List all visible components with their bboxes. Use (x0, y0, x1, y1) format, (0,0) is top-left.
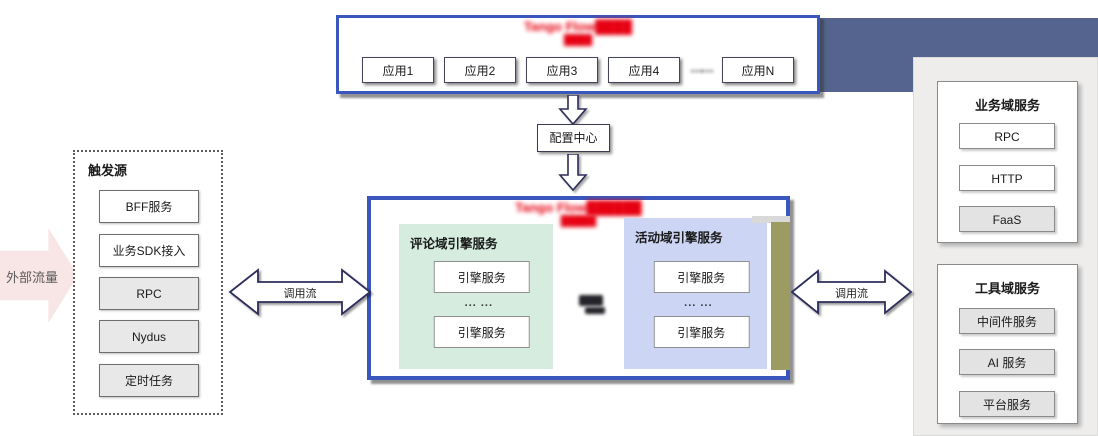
down-arrow-icon (558, 95, 588, 126)
services-ellipsis: ... ... (464, 297, 494, 309)
redacted-text-blob (579, 295, 603, 306)
external-traffic-label: 外部流量 (6, 270, 59, 285)
business-domain-title: 业务域服务 (974, 98, 1040, 113)
engine-service-box: 引擎服务 (433, 316, 530, 348)
app-box-4: 应用4 (608, 57, 680, 83)
down-arrow-icon (558, 154, 588, 192)
double-arrow-icon (228, 268, 372, 316)
hidden-domain-edge (752, 216, 790, 223)
call-flow-label: 调用流 (283, 288, 317, 300)
apps-row: 应用1 应用2 应用3 应用4 …… 应用N (339, 50, 817, 90)
tool-item-ai: AI 服务 (959, 349, 1055, 375)
app-box-1: 应用1 (362, 57, 434, 83)
tool-item-platform: 平台服务 (959, 391, 1055, 417)
config-center-box: 配置中心 (537, 124, 610, 152)
trigger-item-nydus: Nydus (99, 320, 199, 353)
activity-domain-box: 活动域引擎服务 引擎服务 ... ... 引擎服务 (624, 218, 767, 369)
comment-domain-title: 评论域引擎服务 (410, 237, 498, 251)
trigger-item-cron: 定时任务 (99, 364, 199, 397)
comment-domain-box: 评论域引擎服务 引擎服务 ... ... 引擎服务 (399, 224, 553, 369)
engine-layer-title-redacted: Tango Flow██████ (515, 200, 642, 215)
engine-service-box: 引擎服务 (653, 316, 750, 348)
engine-layer-subtitle-redacted: █████ (560, 215, 597, 227)
tool-domain-group: 工具域服务 中间件服务 AI 服务 平台服务 (937, 264, 1078, 424)
trigger-source-box: 触发源 BFF服务 业务SDK接入 RPC Nydus 定时任务 (73, 150, 223, 415)
apps-ellipsis: …… (690, 59, 714, 75)
app-box-n: 应用N (722, 57, 794, 83)
app-layer-subtitle-redacted: ████ (563, 34, 593, 46)
app-layer-box: Tango Flow████ ████ 应用1 应用2 应用3 应用4 …… 应… (336, 15, 820, 94)
app-box-2: 应用2 (444, 57, 516, 83)
engine-service-box: 引擎服务 (653, 261, 750, 293)
business-item-rpc: RPC (959, 123, 1055, 149)
hidden-domain-strip (771, 222, 790, 370)
trigger-source-title: 触发源 (88, 163, 128, 178)
call-flow-label: 调用流 (835, 288, 868, 300)
right-services-panel: 业务域服务 RPC HTTP FaaS 工具域服务 中间件服务 AI 服务 平台… (913, 57, 1098, 436)
business-domain-group: 业务域服务 RPC HTTP FaaS (937, 81, 1078, 243)
call-flow-arrow-right: 调用流 (790, 266, 913, 318)
double-arrow-icon (790, 269, 913, 315)
business-item-faas: FaaS (959, 206, 1055, 232)
services-ellipsis: ... ... (684, 297, 713, 309)
trigger-item-bff: BFF服务 (99, 190, 199, 223)
trigger-item-rpc: RPC (99, 277, 199, 310)
activity-domain-title: 活动域引擎服务 (635, 231, 723, 245)
tool-item-middleware: 中间件服务 (959, 308, 1055, 334)
call-flow-arrow-left: 调用流 (228, 266, 372, 318)
business-item-http: HTTP (959, 165, 1055, 191)
trigger-item-sdk: 业务SDK接入 (99, 234, 199, 267)
app-layer-title-redacted: Tango Flow████ (523, 19, 633, 34)
app-box-3: 应用3 (526, 57, 598, 83)
engine-service-box: 引擎服务 (433, 261, 530, 293)
tool-domain-title: 工具域服务 (974, 281, 1040, 296)
engine-layer-box: Tango Flow██████ █████ 评论域引擎服务 引擎服务 ... … (367, 196, 790, 380)
redacted-text-blob (585, 307, 605, 314)
